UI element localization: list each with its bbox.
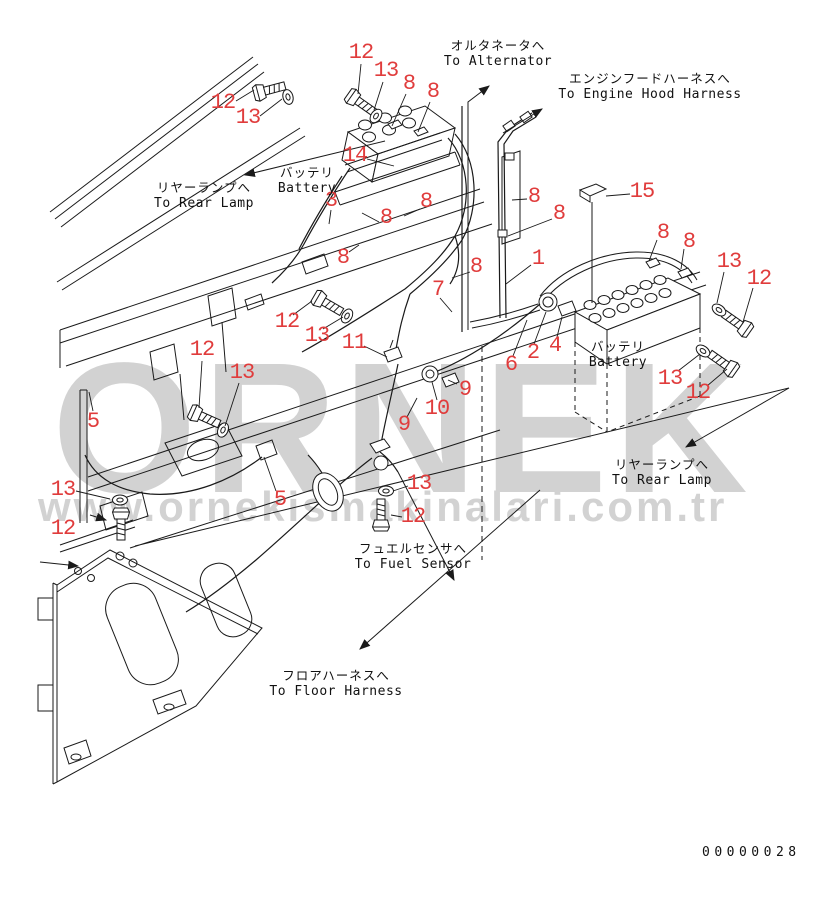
callout-number-12: 12 [746, 266, 772, 291]
callout-number-8: 8 [656, 220, 670, 245]
callout-number-13: 13 [50, 477, 76, 502]
label-to-rear-lamp-left-en: To Rear Lamp [154, 196, 254, 211]
callout-number-8: 8 [336, 245, 350, 270]
wiring-harness [84, 106, 541, 613]
callout-number-12: 12 [189, 337, 215, 362]
callout-number-13: 13 [235, 105, 261, 130]
callout-number-9: 9 [397, 412, 411, 437]
callout-number-8: 8 [552, 201, 566, 226]
callout-number-13: 13 [657, 366, 683, 391]
label-battery-right-en: Battery [588, 355, 648, 370]
watermark-word: ORNEK [52, 325, 754, 532]
callout-number-5: 5 [273, 487, 287, 512]
callout-number-12: 12 [685, 380, 711, 405]
callout-number-2: 2 [526, 340, 540, 365]
direction-arrows [39, 85, 790, 650]
callout-number-14: 14 [342, 143, 368, 168]
callout-number-3: 3 [324, 188, 338, 213]
callout-number-13: 13 [229, 360, 255, 385]
label-to-floor-harness-jp: フロアハーネスへ [282, 668, 390, 683]
frame-rails [49, 56, 790, 549]
label-to-rear-lamp-right-en: To Rear Lamp [612, 473, 712, 488]
callout-number-13: 13 [406, 471, 432, 496]
callout-number-13: 13 [716, 249, 742, 274]
callout-number-4: 4 [548, 333, 562, 358]
label-battery-left-jp: バッテリ [279, 165, 335, 180]
label-to-rear-lamp-right-jp: リヤーランプへ [614, 457, 710, 472]
label-to-fuel-sensor-en: To Fuel Sensor [354, 557, 472, 572]
callout-number-10: 10 [424, 396, 450, 421]
callout-number-12: 12 [400, 504, 426, 529]
callout-number-8: 8 [419, 189, 433, 214]
label-to-fuel-sensor-jp: フュエルセンサへ [358, 541, 468, 556]
label-to-alternator-jp: オルタネータへ [450, 38, 546, 53]
callout-number-5: 5 [86, 409, 100, 434]
callout-number-11: 11 [341, 330, 367, 355]
callout-number-9: 9 [458, 377, 472, 402]
front-plate [37, 519, 263, 785]
callout-number-8: 8 [402, 71, 416, 96]
callout-number-1: 1 [531, 246, 545, 271]
callout-number-7: 7 [431, 277, 445, 302]
label-to-engine-hood-harness-jp: エンジンフードハーネスへ [569, 71, 731, 86]
callout-number-15: 15 [629, 179, 655, 204]
battery-left-drawing [334, 105, 461, 206]
label-to-alternator-en: To Alternator [443, 54, 553, 69]
label-battery-right-jp: バッテリ [590, 339, 646, 354]
callout-number-8: 8 [469, 254, 483, 279]
clamps-and-grommets [312, 339, 460, 512]
callout-number-13: 13 [304, 323, 330, 348]
label-to-rear-lamp-left-jp: リヤーランプへ [156, 180, 252, 195]
callout-number-8: 8 [682, 229, 696, 254]
callout-number-12: 12 [274, 309, 300, 334]
label-to-engine-hood-harness-en: To Engine Hood Harness [558, 87, 742, 102]
callout-number-12: 12 [210, 90, 236, 115]
callout-number-6: 6 [504, 352, 518, 377]
label-to-floor-harness-en: To Floor Harness [269, 684, 403, 699]
callout-number-8: 8 [426, 79, 440, 104]
callout-number-8: 8 [379, 205, 393, 230]
label-battery-left-en: Battery [277, 181, 337, 196]
callout-number-12: 12 [348, 40, 374, 65]
callout-number-13: 13 [373, 58, 399, 83]
callout-number-12: 12 [50, 516, 76, 541]
drawing-number: 00000028 [702, 845, 801, 860]
leader-lines [75, 63, 754, 518]
callout-number-8: 8 [527, 184, 541, 209]
battery-right-drawing [469, 183, 702, 433]
